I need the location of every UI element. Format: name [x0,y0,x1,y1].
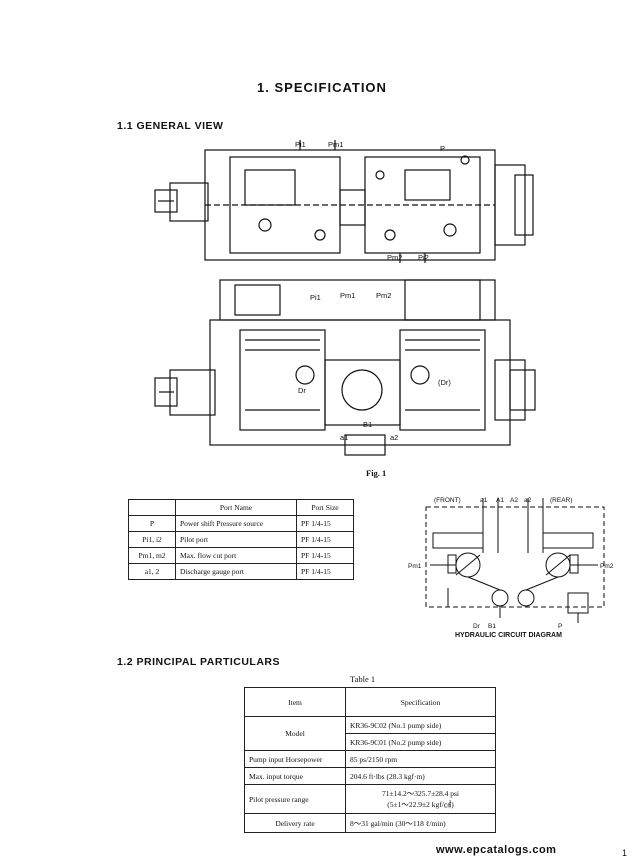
table-cell: PF 1/4-15 [296,531,354,548]
table-cell: Discharge gauge port [175,563,297,580]
front-view-outline [209,319,511,446]
page-number: 1 [622,848,628,858]
table-cell: KR36-9C02 (No.1 pump side) [345,716,496,734]
table-cell: PF 1/4-15 [296,515,354,532]
circuit-label-rear: (REAR) [550,497,572,504]
page-title: 1. SPECIFICATION [257,80,387,95]
circuit-label-a2b: a2 [524,497,532,504]
table-header-cell: Port Name [175,499,297,516]
pilot-value-psi: 71±14.2～325.7±28.4 psi [382,789,459,798]
table-cell: PF 1/4-15 [296,563,354,580]
label-a2: a2 [390,433,398,442]
table-cell: Model [244,716,346,751]
circuit-label-pm2: Pm2 [600,563,614,570]
table-cell: Max. flow cut port [175,547,297,564]
table-header-item: Item [244,687,346,717]
label-pm2: Pm2 [387,253,402,262]
table-cell: Pump input Horsepower [244,750,346,768]
table-row: Pump input Horsepower 85 ps/2150 rpm [244,750,496,768]
principal-particulars-table: Item Specification Model KR36-9C02 (No.1… [244,687,496,833]
table-cell: 8～31 gal/min (30～118 ℓ/min) [345,813,496,833]
table-cell: 85 ps/2150 rpm [345,750,496,768]
port-table: Port Name Port Size P Power shift Pressu… [128,499,354,580]
circuit-label-a2: A2 [510,497,518,504]
table-row: Max. input torque 204.6 ft·lbs (28.3 kgf… [244,767,496,785]
circuit-label-a1: a1 [480,497,488,504]
table-cell: KR36-9C01 (No.2 pump side) [345,733,496,751]
table-row: P Power shift Pressure source PF 1/4-15 [128,515,354,532]
table-row: Pilot pressure range 71±14.2～325.7±28.4 … [244,784,496,814]
label-a1: a1 [340,433,348,442]
table-header-cell: Port Size [296,499,354,516]
table-header-spec: Specification [345,687,496,717]
circuit-label-pm1: Pm1 [408,563,422,570]
circuit-label-a1b: A1 [496,497,504,504]
table-header-row: Item Specification [244,687,496,717]
label-pi2: Pi2 [418,253,429,262]
table-caption: Table 1 [350,674,376,684]
circuit-label-p: P [558,623,562,630]
table-row: Delivery rate 8～31 gal/min (30～118 ℓ/min… [244,813,496,833]
table-cell: Pi1, i2 [128,531,176,548]
pilot-value-kgf: (5±1～22.9±2 kgf/㎠) [387,800,454,809]
table-cell: Delivery rate [244,813,346,833]
hydraulic-circuit-diagram: (FRONT) a1 A1 A2 a2 (REAR) Pm1 Pm2 Dr B1… [408,497,614,630]
table-cell: a1, 2 [128,563,176,580]
table-row: Pm1, m2 Max. flow cut port PF 1/4-15 [128,547,354,564]
table-row: a1, 2 Discharge gauge port PF 1/4-15 [128,563,354,580]
label-pi1: Pi1 [295,140,306,149]
section-heading-principal-particulars: 1.2 PRINCIPAL PARTICULARS [117,656,281,668]
pump-general-view-drawing: Pi1 Pm1 P Pm2 Pi2 Pi1 Pm1 Pm2 Dr (Dr) a1… [154,140,536,456]
footer-watermark: www.epcatalogs.com [436,844,557,856]
circuit-label-front: (FRONT) [434,497,461,504]
label-pm1-front: Pm1 [340,291,355,300]
label-dr-paren: (Dr) [438,378,451,387]
table-cell: Pilot pressure range [244,784,346,814]
circuit-diagram-caption: HYDRAULIC CIRCUIT DIAGRAM [455,632,562,639]
table-cell: Power shift Pressure source [175,515,297,532]
circuit-label-b1: B1 [488,623,496,630]
table-header-cell [128,499,176,516]
section-heading-general-view: 1.1 GENERAL VIEW [117,120,224,132]
shaft-housing [169,182,209,222]
table-cell: Max. input torque [244,767,346,785]
shaft-end [154,189,178,213]
table-row: Pi1, i2 Pilot port PF 1/4-15 [128,531,354,548]
label-dr: Dr [298,386,306,395]
label-b1: B1 [363,420,372,429]
figure-caption: Fig. 1 [366,468,387,478]
table-cell: 204.6 ft·lbs (28.3 kgf·m) [345,767,496,785]
label-pm2-front: Pm2 [376,291,391,300]
table-cell: P [128,515,176,532]
table-cell: Pm1, m2 [128,547,176,564]
label-p: P [440,144,445,153]
table-cell: Pilot port [175,531,297,548]
table-cell: 71±14.2～325.7±28.4 psi (5±1～22.9±2 kgf/㎠… [345,784,496,814]
circuit-label-dr: Dr [473,623,481,630]
table-cell: PF 1/4-15 [296,547,354,564]
label-pi1-front: Pi1 [310,293,321,302]
table-header-row: Port Name Port Size [128,499,354,516]
table-row: Model KR36-9C02 (No.1 pump side) [244,716,496,751]
label-pm1: Pm1 [328,140,343,149]
